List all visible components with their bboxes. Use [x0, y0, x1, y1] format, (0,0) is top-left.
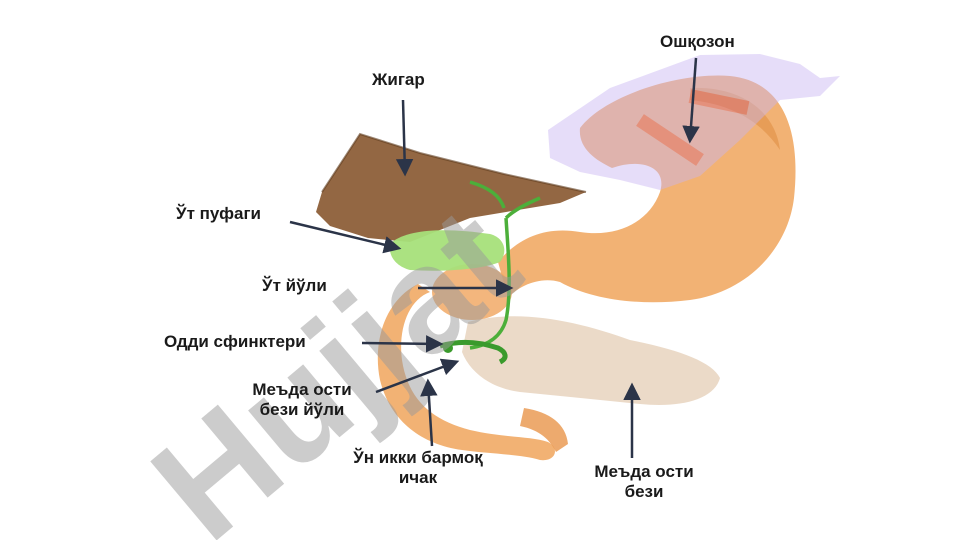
liver-edge: [321, 132, 587, 193]
liver-shape: [316, 134, 586, 242]
arrow-stomach: [682, 57, 700, 144]
label-duodenum-line1: Ўн икки бармоқ: [353, 448, 483, 467]
pancreas-shape: [462, 316, 720, 405]
pancreatic-duct-path: [439, 339, 508, 365]
stomach-shape: [498, 75, 796, 303]
duodenum-tail: [520, 408, 568, 452]
label-pancreatic-duct-line2: бези йўли: [259, 400, 345, 419]
duodenum-shape: [377, 284, 555, 461]
arrow-pancreatic-duct: [375, 358, 460, 394]
label-gallbladder: Ўт пуфаги: [176, 204, 261, 223]
arrow-gallbladder: [289, 220, 402, 254]
label-bile-duct: Ўт йўли: [262, 276, 327, 295]
label-pancreas-line2: бези: [624, 482, 664, 501]
label-pancreas: Меъда ости бези: [586, 462, 702, 502]
label-sphincter: Одди сфинктери: [164, 332, 306, 351]
arrow-liver: [395, 99, 414, 177]
watermark-purple: [548, 54, 840, 190]
label-liver: Жигар: [372, 70, 425, 89]
arrow-sphincter: [361, 335, 444, 353]
arrow-duodenum: [420, 378, 438, 447]
label-duodenum: Ўн икки бармоқ ичак: [338, 448, 498, 488]
label-duodenum-line2: ичак: [398, 468, 438, 487]
label-pancreatic-duct: Меъда ости бези йўли: [240, 380, 364, 420]
label-pancreatic-duct-line1: Меъда ости: [252, 380, 352, 399]
label-stomach: Ошқозон: [660, 32, 735, 51]
gallbladder-shape: [390, 230, 505, 271]
label-pancreas-line1: Меъда ости: [594, 462, 694, 481]
duodenum-bulb: [432, 264, 512, 320]
ampulla: [443, 343, 453, 353]
stomach-fundus: [690, 87, 780, 150]
